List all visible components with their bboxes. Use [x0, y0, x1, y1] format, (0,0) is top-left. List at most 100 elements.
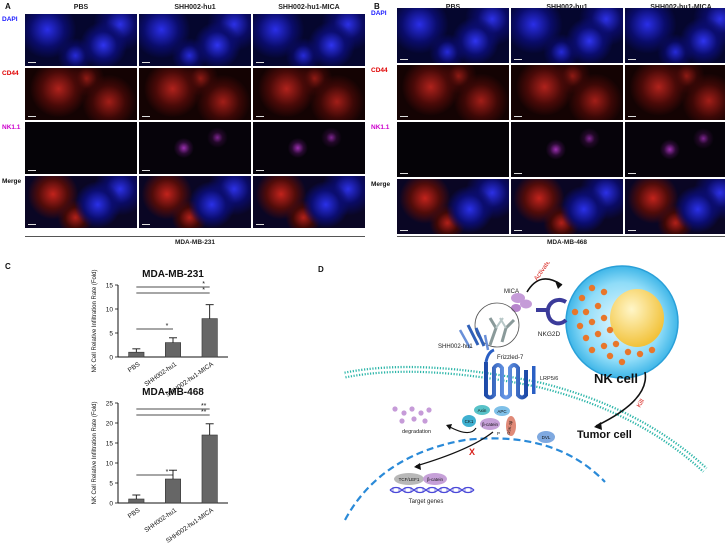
scale-bar	[628, 58, 636, 60]
bar	[165, 342, 182, 358]
scale-bar	[28, 169, 36, 171]
scale-bar	[256, 61, 264, 63]
x-tick-label: SHH002-hu1	[143, 361, 178, 389]
column-header: SHH002-hu1	[174, 4, 216, 11]
gsk-label: GSK-3β	[506, 420, 514, 436]
nk-cell: NK cell	[565, 265, 679, 386]
micrograph-tile	[511, 122, 623, 177]
bcat2-label: β-catein	[427, 477, 444, 482]
cell-line-caption: MDA-MB-468	[546, 239, 588, 246]
y-tick-label: 15	[106, 441, 114, 448]
panel-label-b: B	[374, 2, 380, 11]
micrograph-tile	[625, 179, 725, 234]
tumor-cell-label: Tumor cell	[577, 429, 632, 441]
micrograph-tile	[25, 14, 137, 66]
bar	[165, 478, 182, 504]
micrograph-tile	[397, 65, 509, 120]
row-label: NK1.1	[2, 124, 21, 131]
nkg2d-receptor: NKG2D	[536, 297, 568, 338]
scale-bar	[628, 229, 636, 231]
micrograph-tile	[25, 176, 137, 228]
degradation-label: degradation	[402, 429, 431, 435]
block-mark: X	[469, 447, 475, 457]
row-label: NK1.1	[371, 124, 390, 131]
column-header: PBS	[73, 4, 89, 11]
mica-label: MICA	[504, 289, 519, 295]
significance-mark: **	[201, 409, 207, 416]
micrograph-tile	[253, 122, 365, 174]
scale-bar	[628, 172, 636, 174]
micrograph-tile	[511, 179, 623, 234]
scale-bar	[628, 115, 636, 117]
y-axis-label: NK Cell Relative Infiltration Rate (Fold…	[92, 269, 98, 372]
shh002-antibody: SHH002-hu1	[438, 302, 520, 351]
micrograph-tile	[253, 14, 365, 66]
y-tick-label: 25	[106, 401, 114, 408]
y-tick-label: 15	[106, 283, 114, 290]
scale-bar	[142, 61, 150, 63]
activated-arrow: Activated	[526, 262, 563, 293]
caption-rule	[397, 236, 725, 237]
scale-bar	[142, 169, 150, 171]
y-tick-label: 20	[106, 421, 114, 428]
significance-mark: **	[201, 403, 207, 410]
column-header: PBS	[397, 4, 509, 11]
bar	[128, 351, 145, 358]
panel-label-a: A	[5, 2, 11, 11]
destruction-complex: Axin APC CK1 β-catein GSK-3β P	[462, 405, 516, 436]
micrograph-tile	[253, 68, 365, 120]
cell-membrane	[344, 365, 708, 473]
beta-catenin-nuclear	[423, 473, 447, 485]
column-header: SHH002-hu1-MICA	[278, 4, 340, 11]
bar	[201, 318, 218, 358]
tcf-lef1	[394, 473, 424, 485]
significance-mark: *	[166, 323, 169, 330]
micrograph-tile	[397, 179, 509, 234]
chart-title: MDA-MB-468	[142, 387, 204, 398]
y-tick-label: 0	[109, 501, 113, 508]
degradation-dots	[392, 406, 432, 424]
scale-bar	[514, 229, 522, 231]
micrograph-tile	[397, 8, 509, 63]
y-tick-label: 5	[109, 331, 113, 338]
kill-label: Kill	[636, 398, 647, 409]
y-tick-label: 10	[106, 307, 114, 314]
x-tick-label: PBS	[127, 507, 142, 521]
micrograph-tile	[139, 176, 251, 228]
nkg2d-label: NKG2D	[538, 331, 561, 338]
y-tick-label: 0	[109, 355, 113, 362]
row-label: DAPI	[2, 16, 18, 23]
chart-title: MDA-MB-231	[142, 269, 204, 280]
micrograph-tile	[253, 176, 365, 228]
axin-label: Axin	[478, 408, 487, 413]
scale-bar	[400, 58, 408, 60]
panel-label-d: D	[318, 265, 324, 274]
frizzled-receptor: Frizzled-7 LRP5/6	[484, 348, 558, 400]
micrograph-tile	[625, 122, 725, 177]
micrograph-tile	[397, 122, 509, 177]
scale-bar	[142, 223, 150, 225]
scale-bar	[256, 169, 264, 171]
y-tick-label: 5	[109, 481, 113, 488]
nuclear-envelope	[344, 437, 606, 521]
bcat-label: β-catein	[482, 422, 499, 427]
micrograph-tile	[511, 65, 623, 120]
scale-bar	[514, 172, 522, 174]
row-label: CD44	[371, 67, 388, 74]
micrograph-tile	[625, 65, 725, 120]
scale-bar	[400, 229, 408, 231]
scale-bar	[142, 115, 150, 117]
tcf-label: TCF/LEF1	[399, 477, 420, 482]
micrograph-tile	[511, 8, 623, 63]
column-header: SHH002-hu1-MICA	[625, 4, 725, 11]
bar	[128, 498, 145, 504]
micrograph-tile	[25, 122, 137, 174]
bar	[201, 434, 218, 504]
phospho-label: P	[497, 431, 500, 436]
caption-rule	[25, 236, 365, 237]
scale-bar	[28, 61, 36, 63]
target-genes-label: Target genes	[409, 499, 444, 505]
apc-label: APC	[497, 409, 507, 414]
micrograph-tile	[139, 14, 251, 66]
ck1-label: CK1	[465, 419, 474, 424]
